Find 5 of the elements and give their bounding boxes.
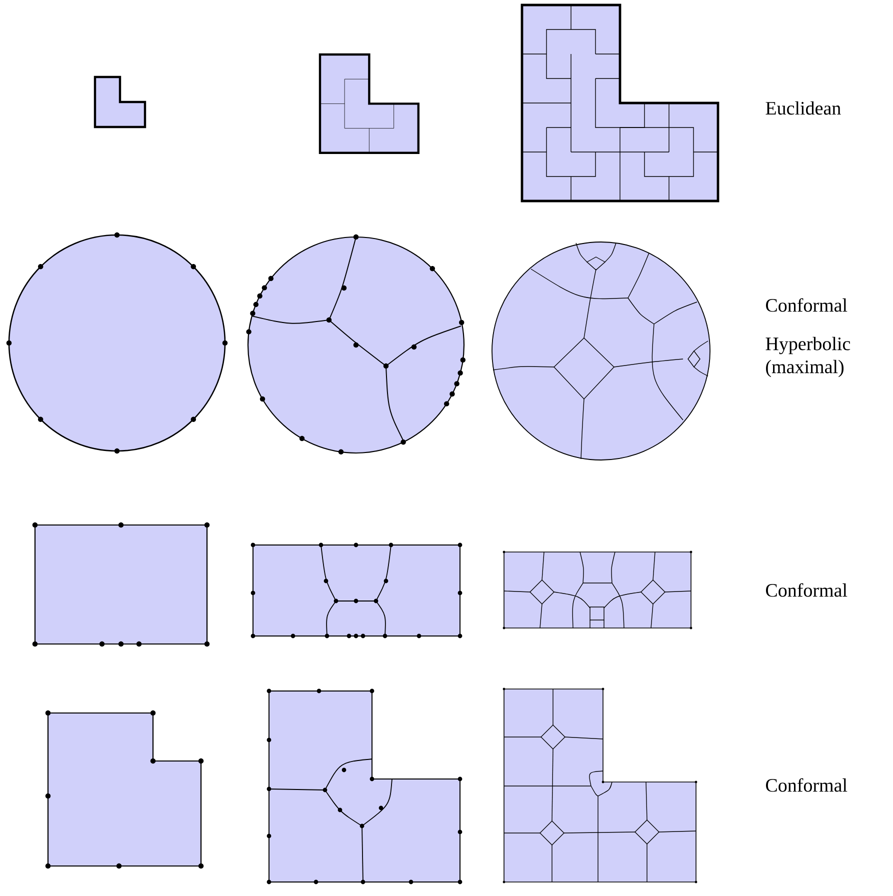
row-label: Conformal — [766, 583, 848, 597]
row-label: Conformal — [766, 298, 848, 312]
row-label: Conformal — [766, 778, 848, 792]
row-label: Hyperbolic (maximal) — [766, 336, 850, 378]
row-label: Euclidean — [766, 101, 841, 115]
